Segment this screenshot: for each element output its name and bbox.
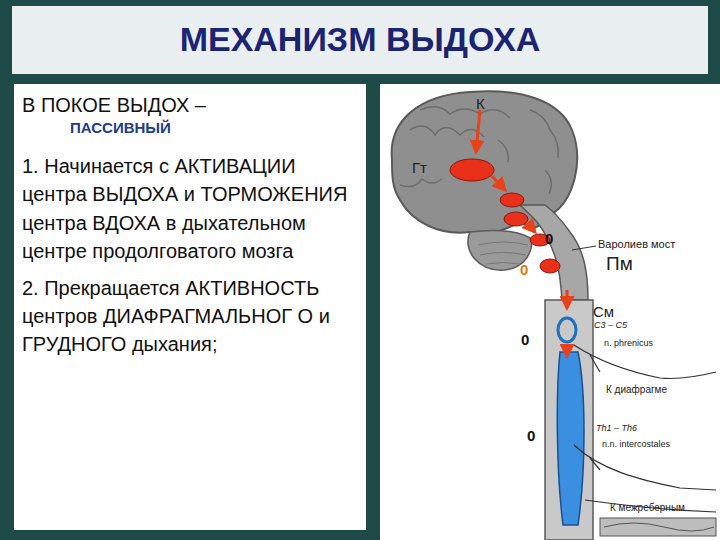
panel-text: В ПОКОЕ ВЫДОХ – [22,94,356,117]
picture-label: n. phrenicus [604,339,653,349]
picture-label: К межреберным [610,502,685,513]
panel-text: 2. Прекращается АКТИВНОСТЬ центров ДИАФР… [22,274,356,359]
spinal-cord [545,300,593,540]
picture-label: Варолиев мост [598,238,675,250]
picture-label: 0 [521,332,529,349]
picture-label: Th1 – Th6 [596,424,637,434]
text-panel: В ПОКОЕ ВЫДОХ – ПАССИВНЫЙ 1. Начинается с … [14,84,366,530]
thoracic-center [557,352,584,525]
picture-label: 0 [545,231,553,248]
picture-ground [380,84,720,540]
cerebellum-folia [478,242,528,264]
panel-text: 1. Начинается с АКТИВАЦИИ центра ВЫДОХА … [22,152,356,266]
cervical-center [558,318,576,342]
picture-label: Пм [606,254,633,275]
picture-label: n.n. intercostales [602,440,670,450]
picture-label: Гт [412,160,427,177]
intercostal-muscle [600,518,716,536]
picture-label: C3 – C5 [594,321,627,331]
panel-text: ПАССИВНЫЙ [70,119,356,136]
picture-label: 0 [520,262,528,279]
brainstem [520,205,588,300]
picture-label: См [593,304,614,321]
nerves [574,345,716,512]
pathway-arrows [476,110,567,356]
picture-label: 0 [527,428,535,445]
slide-title: МЕХАНИЗМ ВЫДОХА [12,6,708,72]
picture-label: К [476,96,485,113]
title-band [12,6,708,74]
brain-centers [450,159,560,273]
leader-line [572,246,596,250]
picture-label: К диафрагме [606,384,667,395]
gyri [400,107,558,194]
